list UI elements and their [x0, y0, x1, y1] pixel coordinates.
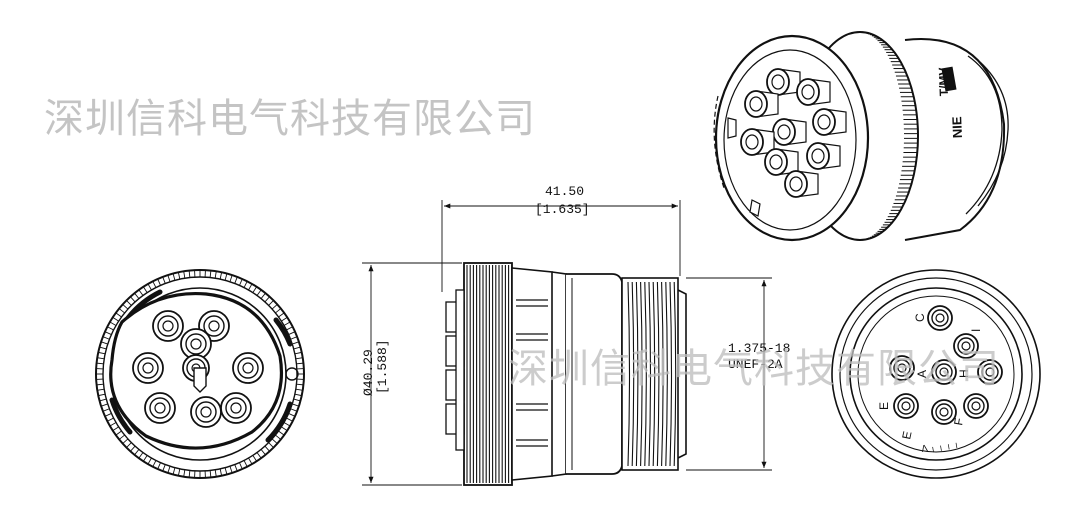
front-pin — [221, 393, 251, 423]
front-pin — [191, 397, 221, 427]
watermark-middle: 深圳信科电气科技有限公司 — [508, 336, 1000, 394]
iso-pin — [767, 69, 800, 95]
side-knurl — [467, 265, 512, 483]
pin-label-top-right: I — [969, 329, 983, 332]
rear-pin — [894, 394, 918, 418]
width-mm-label: 41.50 — [545, 184, 584, 199]
pin-label-top: C — [913, 313, 927, 322]
pin-label-bottom-right: F — [951, 417, 966, 427]
iso-pin — [745, 91, 778, 117]
front-pin — [153, 311, 183, 341]
width-in-label: [1.635] — [535, 202, 590, 217]
iso-pin — [807, 143, 840, 169]
iso-pin — [797, 79, 830, 105]
front-pin — [233, 353, 263, 383]
diameter-in-label: [1.588] — [375, 339, 390, 394]
watermark-top: 深圳信科电气科技有限公司 — [44, 86, 536, 144]
front-pin — [133, 353, 163, 383]
rear-pin — [964, 394, 988, 418]
pin-label-bottom-left: E — [899, 430, 914, 441]
iso-side-mark: T/MV — [936, 67, 951, 96]
pin-label-left-outer: E — [877, 402, 891, 410]
iso-pin — [813, 109, 846, 135]
iso-brand-mark: NIE — [949, 116, 965, 139]
iso-pin — [773, 119, 806, 145]
diameter-mm-label: Ø40.29 — [361, 349, 376, 396]
front-pin — [145, 393, 175, 423]
front-view — [96, 270, 304, 478]
iso-pin — [785, 171, 818, 197]
rear-pin — [928, 306, 952, 330]
